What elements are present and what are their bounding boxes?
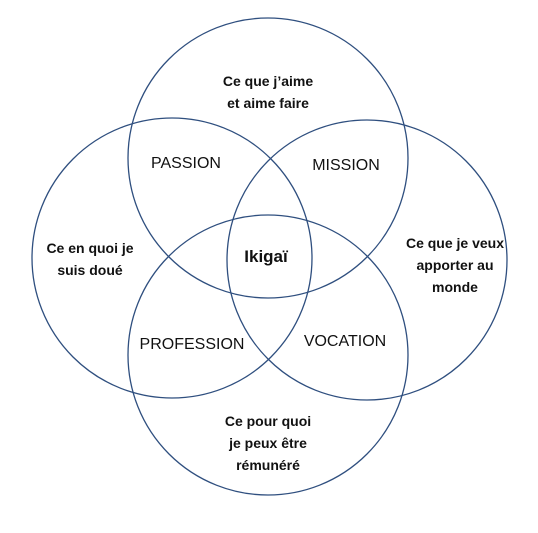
circle-left <box>31 117 313 399</box>
intersection-vocation: VOCATION <box>303 333 387 350</box>
circle-right-label: Ce que je veux apporter au monde <box>405 235 505 295</box>
circle-top <box>127 17 409 299</box>
ikigai-center-label: Ikigaï <box>244 247 288 266</box>
circle-left-label: Ce en quoi je suis doué <box>46 240 134 278</box>
circle-bottom-label: Ce pour quoi je peux être rémunéré <box>224 413 312 473</box>
circle-top-label: Ce que j’aime et aime faire <box>222 73 314 111</box>
circle-right <box>226 119 508 401</box>
circle-bottom <box>127 214 409 496</box>
intersection-profession: PROFESSION <box>139 336 245 353</box>
intersection-mission: MISSION <box>312 157 380 174</box>
intersection-passion: PASSION <box>151 155 221 172</box>
